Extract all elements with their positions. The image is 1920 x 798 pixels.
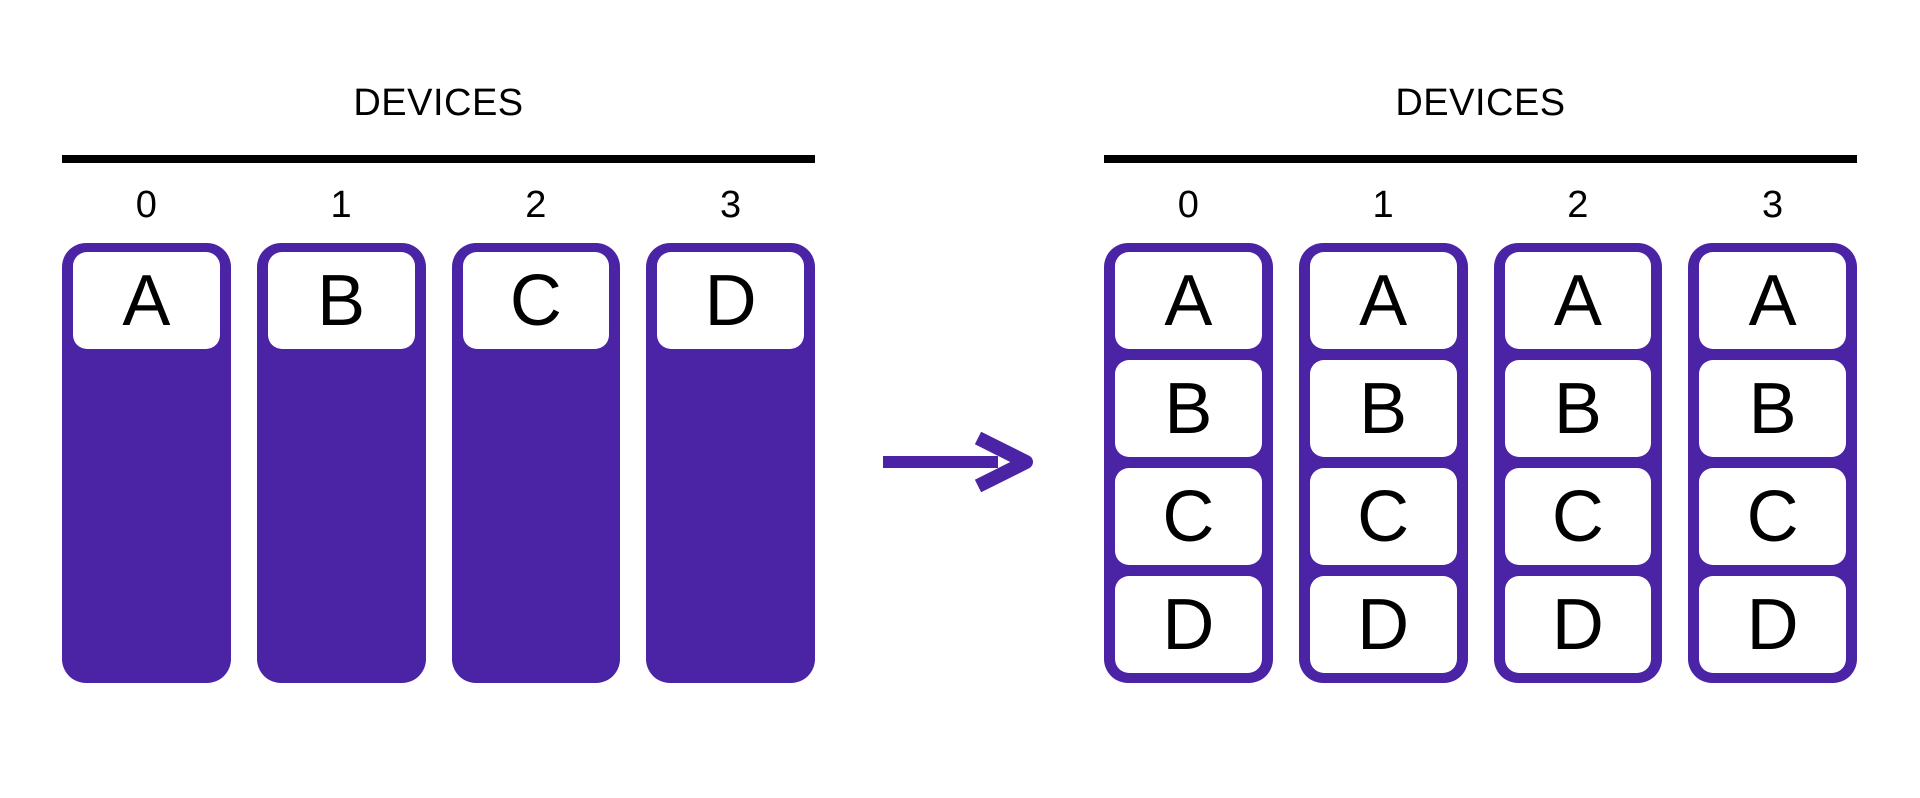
shard-cell: C (1309, 468, 1457, 565)
shard-cell: C (1115, 468, 1262, 565)
device-ids-row: 0 1 2 3 (62, 186, 815, 224)
shard-cell: D (1699, 576, 1846, 673)
device-id-label: 3 (720, 184, 742, 226)
device-column-1: B (256, 243, 426, 683)
device-column-2: C (451, 243, 621, 683)
device-column-0: A (62, 243, 231, 683)
shard-cell: A (1699, 252, 1846, 349)
device-column-2: A B C D (1493, 243, 1663, 683)
device-id-label: 2 (1567, 184, 1589, 226)
shard-cell: D (1309, 576, 1457, 673)
shard-cell: D (1504, 576, 1652, 673)
shard-cell: C (1504, 468, 1652, 565)
device-id-label: 0 (1177, 184, 1199, 226)
device-columns-row: A B C D A B C D A B C D A B C D (1104, 243, 1857, 683)
shard-cell: B (1699, 360, 1846, 457)
shard-cell: D (657, 252, 804, 349)
device-ids-row: 0 1 2 3 (1104, 186, 1857, 224)
devices-bracket-line (62, 155, 815, 163)
devices-title: DEVICES (1395, 82, 1566, 124)
shard-cell: A (1504, 252, 1652, 349)
device-column-0: A B C D (1104, 243, 1273, 683)
device-column-3: D (646, 243, 815, 683)
device-id-label: 2 (525, 184, 547, 226)
shard-cell: B (1504, 360, 1652, 457)
shard-cell: B (1309, 360, 1457, 457)
shard-cell: A (1309, 252, 1457, 349)
shard-cell: D (1115, 576, 1262, 673)
devices-bracket-line (1104, 155, 1857, 163)
device-column-1: A B C D (1298, 243, 1468, 683)
device-id-label: 3 (1762, 184, 1784, 226)
device-id-label: 1 (1372, 184, 1394, 226)
shard-cell: C (462, 252, 610, 349)
after-panel: DEVICES 0 1 2 3 A B C D A B C D A B C D … (1104, 0, 1857, 690)
shard-cell: B (1115, 360, 1262, 457)
shard-cell: A (73, 252, 220, 349)
device-id-label: 0 (135, 184, 157, 226)
device-column-3: A B C D (1688, 243, 1857, 683)
shard-cell: A (1115, 252, 1262, 349)
device-id-label: 1 (330, 184, 352, 226)
devices-title: DEVICES (353, 82, 524, 124)
shard-cell: B (267, 252, 415, 349)
device-columns-row: A B C D (62, 243, 815, 683)
before-panel: DEVICES 0 1 2 3 A B C D (62, 0, 815, 690)
right-arrow-icon (883, 431, 1033, 493)
shard-cell: C (1699, 468, 1846, 565)
